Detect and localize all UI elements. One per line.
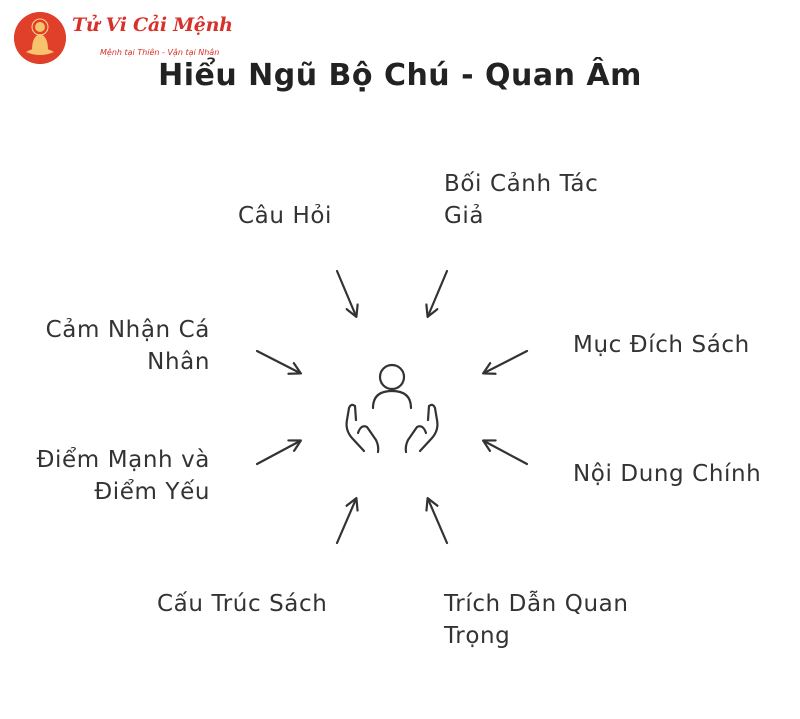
node-boi-canh-tac-gia: Bối Cảnh Tác Giả (444, 168, 598, 232)
arrow-cau-hoi (335, 269, 356, 316)
node-diem-manh-diem-yeu-line1: Điểm Mạnh và (36, 447, 210, 473)
brand-title: Tử Vi Cải Mệnh (72, 14, 233, 36)
arrow-trich-dan (428, 499, 449, 545)
arrow-cau-truc (335, 499, 356, 545)
node-noi-dung-chinh: Nội Dung Chính (573, 461, 762, 487)
person-with-open-hands-icon (345, 363, 439, 454)
node-trich-dan-quan-trong-line1: Trích Dẫn Quan (444, 591, 629, 617)
node-cau-hoi: Câu Hỏi (238, 203, 332, 229)
brand-tagline: Mệnh tại Thiên - Vận tại Nhân (100, 48, 220, 57)
brand-logo[interactable]: Tử Vi Cải Mệnh Mệnh tại Thiên - Vận tại … (10, 8, 250, 68)
arrow-noi-dung (484, 441, 529, 466)
node-diem-manh-diem-yeu-line2: Điểm Yếu (94, 479, 210, 505)
node-boi-canh-tac-gia-line2: Giả (444, 203, 485, 229)
node-trich-dan-quan-trong: Trích Dẫn Quan Trọng (444, 588, 629, 652)
node-diem-manh-diem-yeu: Điểm Mạnh và Điểm Yếu (10, 444, 210, 508)
node-cam-nhan-ca-nhan: Cảm Nhận Cá Nhân (20, 314, 210, 378)
node-boi-canh-tac-gia-line1: Bối Cảnh Tác (444, 171, 599, 197)
buddha-logo-icon (14, 12, 66, 64)
node-trich-dan-quan-trong-line2: Trọng (444, 623, 511, 649)
node-cam-nhan-ca-nhan-line1: Cảm Nhận Cá (45, 317, 210, 343)
node-cau-truc-sach: Cấu Trúc Sách (157, 591, 328, 617)
page-title: Hiểu Ngũ Bộ Chú - Quan Âm (158, 58, 642, 93)
node-cam-nhan-ca-nhan-line2: Nhân (147, 349, 210, 375)
node-muc-dich-sach: Mục Đích Sách (573, 332, 750, 358)
arrow-diem-manh (255, 441, 300, 466)
arrows-group (255, 269, 529, 545)
arrow-cam-nhan (255, 349, 300, 373)
arrow-boi-canh (428, 269, 449, 316)
arrow-muc-dich (484, 349, 529, 373)
